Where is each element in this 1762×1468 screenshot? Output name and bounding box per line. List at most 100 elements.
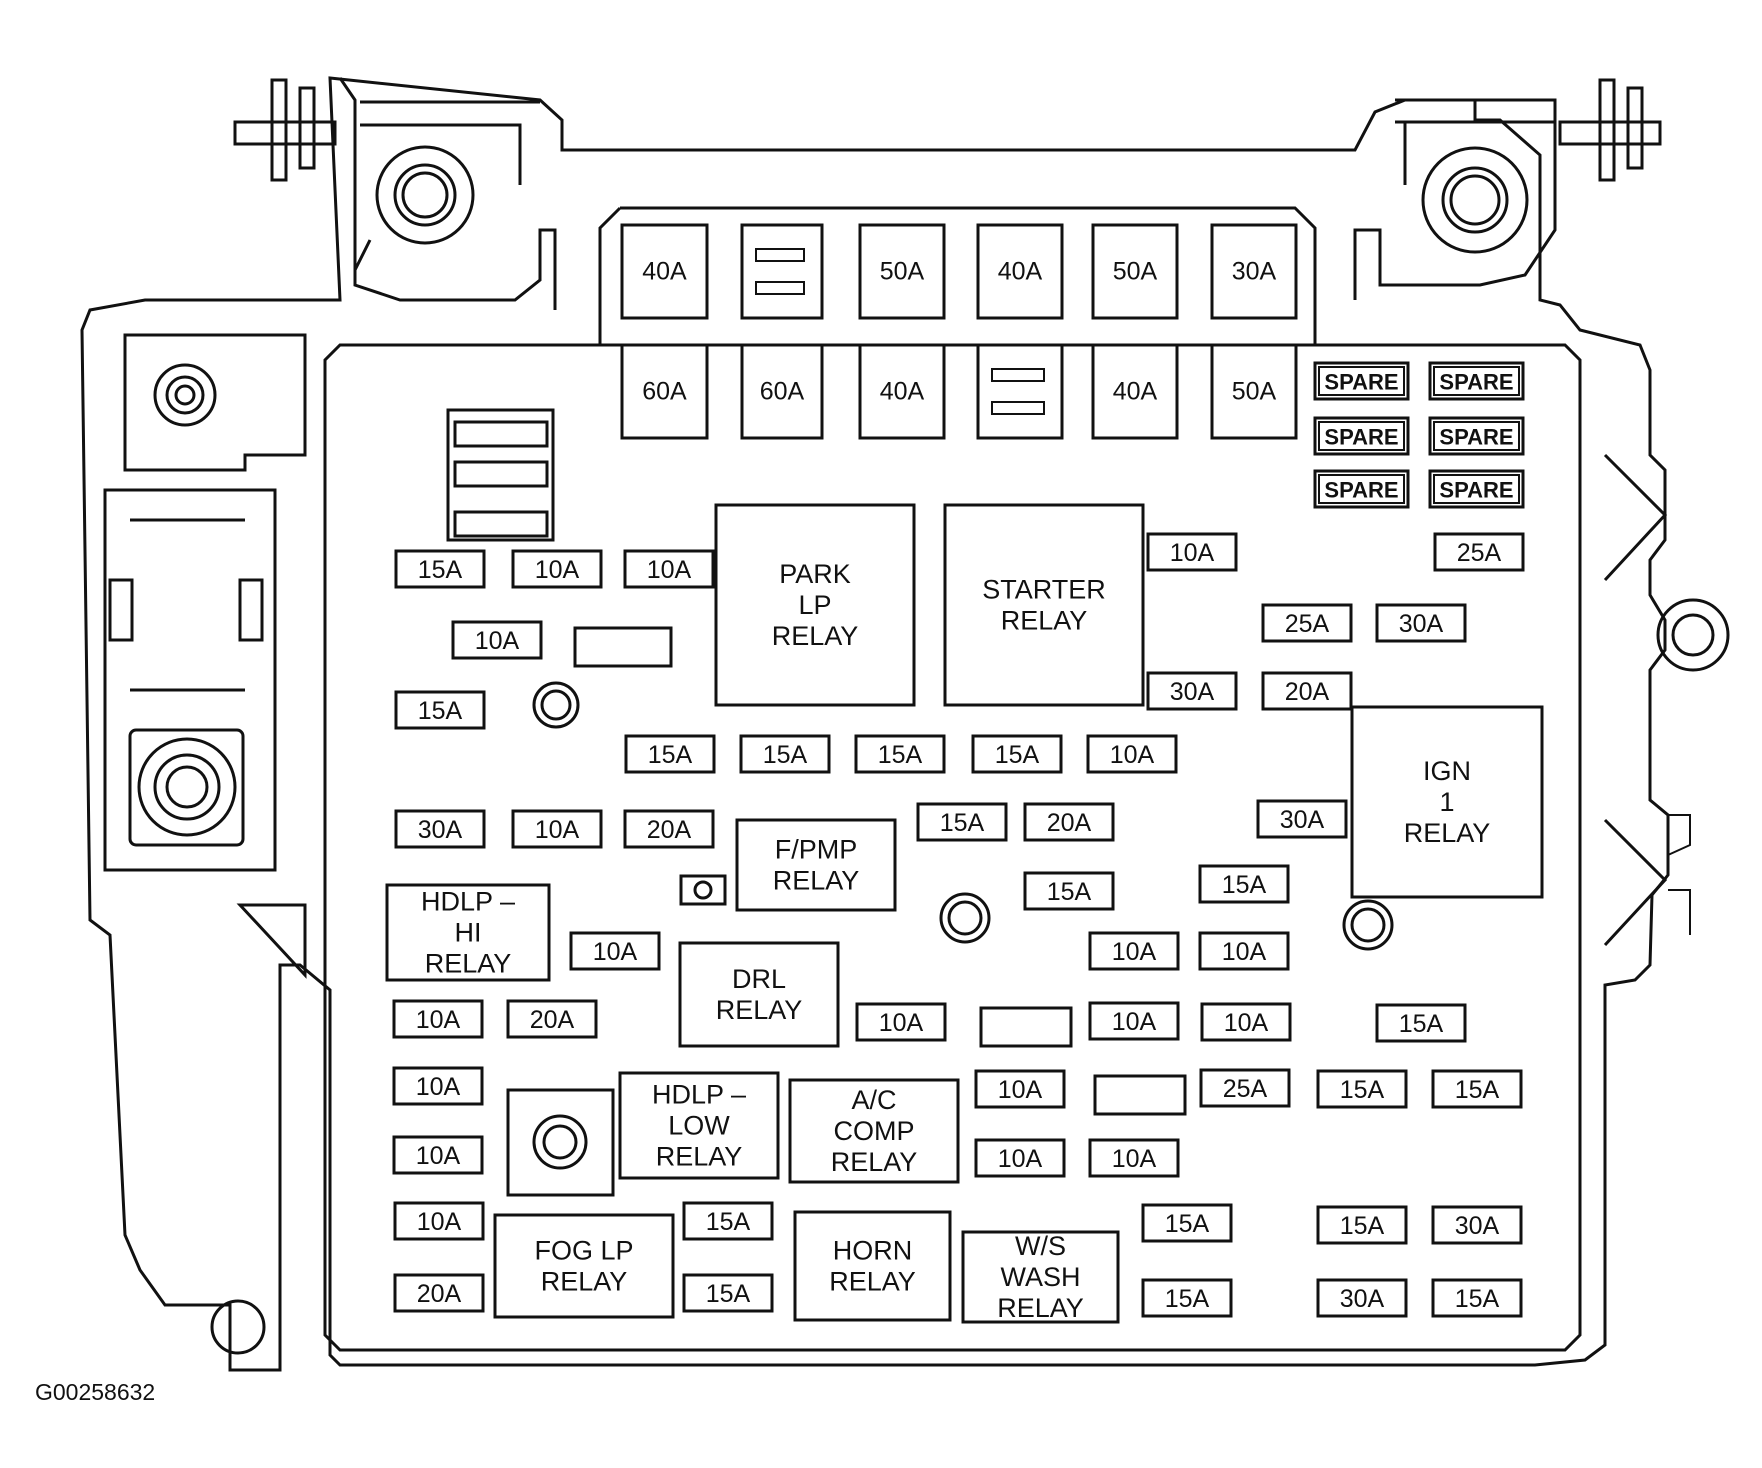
mini-fuse-body: [1141, 1278, 1233, 1318]
mini-fuse: 10A: [392, 1135, 484, 1175]
mini-fuse-label: 15A: [1455, 1285, 1500, 1313]
spare-slot-inner: [1433, 421, 1520, 451]
relay-label: RELAY: [656, 1142, 743, 1172]
maxi-fuse-body: [1210, 223, 1298, 320]
maxi-fuse: 40A: [620, 223, 709, 320]
maxi-fuse-body: [620, 223, 709, 320]
mini-fuse: 15A: [1198, 864, 1290, 904]
bottom-left-mount-tab: [210, 1299, 266, 1355]
mini-fuse-label: 10A: [416, 1142, 461, 1170]
mini-fuse-body: [1433, 532, 1525, 572]
relay-label: RELAY: [541, 1267, 628, 1297]
mini-fuse: 25A: [1433, 532, 1525, 572]
internal-features: [446, 408, 1394, 1197]
mini-fuse-label: 10A: [647, 556, 692, 584]
mini-fuse: 30A: [1146, 671, 1238, 711]
mini-fuse-body: [1316, 1069, 1408, 1109]
mini-fuse-label: 10A: [879, 1009, 924, 1037]
mini-fuse: 15A: [1023, 871, 1115, 911]
spare-slot-inner: [1318, 366, 1405, 396]
mini-fuse-body: [1023, 802, 1115, 842]
mini-fuse-body: [1431, 1205, 1523, 1245]
mini-relay-top: [740, 223, 824, 320]
mini-fuse-label: 15A: [1222, 871, 1267, 899]
maxi-fuse: 40A: [1091, 343, 1179, 440]
diagram-code: G00258632: [35, 1379, 155, 1405]
mini-fuse-label: 15A: [706, 1280, 751, 1308]
mini-fuse-body: [393, 1201, 485, 1241]
mini-fuse-body: [1023, 871, 1115, 911]
mini-fuse-label: 15A: [1047, 878, 1092, 906]
maxi-fuse: 40A: [858, 343, 946, 440]
mini-fuse-body: [1088, 931, 1180, 971]
mini-fuse: 15A: [682, 1273, 774, 1313]
relay-label: A/C: [851, 1085, 896, 1115]
mini-fuse-body: [1086, 734, 1178, 774]
mini-fuse-body: [1088, 1001, 1180, 1041]
mini-fuse-label: 20A: [647, 816, 692, 844]
mini-fuse-body: [393, 1273, 485, 1313]
relay-label: RELAY: [425, 949, 512, 979]
mini-fuse: 10A: [1088, 1138, 1180, 1178]
mini-fuse-label: 10A: [593, 938, 638, 966]
mini-fuse: 20A: [1261, 671, 1353, 711]
mini-fuse-label: 10A: [535, 816, 580, 844]
mini-fuse: 15A: [916, 802, 1008, 842]
mini-fuse: 15A: [739, 734, 831, 774]
maxi-fuse: 60A: [620, 343, 709, 440]
mini-fuse-label: 10A: [1222, 938, 1267, 966]
mini-fuse: 30A: [1316, 1278, 1408, 1318]
relay-label: LP: [798, 590, 831, 620]
relay-label: RELAY: [831, 1147, 918, 1177]
mini-fuse: 15A: [682, 1201, 774, 1241]
mini-fuse-body: [1431, 1278, 1523, 1318]
mini-fuse-body: [394, 549, 486, 589]
mini-fuse-label: 10A: [1170, 539, 1215, 567]
mini-fuse: 10A: [1086, 734, 1178, 774]
spare-slot-body: [1428, 361, 1525, 401]
relay-label: 1: [1439, 787, 1454, 817]
mini-fuse: 30A: [1375, 603, 1467, 643]
spare-slot-body: [1428, 469, 1525, 509]
mini-fuse-label: 10A: [1112, 1008, 1157, 1036]
mini-fuse-label: 10A: [998, 1145, 1043, 1173]
mini-fuse-label: 30A: [1399, 610, 1444, 638]
mini-fuse: 30A: [1256, 799, 1348, 839]
mini-fuse-body: [1256, 799, 1348, 839]
mini-fuse: 20A: [623, 809, 715, 849]
mini-fuse-label: 15A: [940, 809, 985, 837]
mini-fuse: 10A: [623, 549, 715, 589]
mini-fuse: 15A: [1431, 1278, 1523, 1318]
mini-fuse: 30A: [394, 809, 486, 849]
relay-label: RELAY: [716, 995, 803, 1025]
relay-label: DRL: [732, 964, 786, 994]
mini-fuse-body: [1088, 1138, 1180, 1178]
spare-slot-label: SPARE: [1324, 478, 1398, 503]
mini-fuse-label: 15A: [1399, 1010, 1444, 1038]
mini-fuse: 10A: [1146, 532, 1238, 572]
mini-fuse: 15A: [1141, 1278, 1233, 1318]
mini-fuse: 15A: [1141, 1203, 1233, 1243]
mini-fuse-body: [1261, 671, 1353, 711]
relay-label: RELAY: [829, 1267, 916, 1297]
mini-fuse-label: 15A: [418, 697, 463, 725]
mini-fuse-label: 20A: [1285, 678, 1330, 706]
mini-fuse-label: 10A: [1112, 938, 1157, 966]
mini-fuse-body: [511, 549, 603, 589]
mini-fuse: 10A: [855, 1002, 947, 1042]
mini-fuse-label: 30A: [418, 816, 463, 844]
mini-fuse: 25A: [1199, 1068, 1291, 1108]
mini-fuse: 15A: [1316, 1205, 1408, 1245]
relay-label: COMP: [834, 1116, 915, 1146]
mini-fuse-body: [682, 1201, 774, 1241]
relay-pin: [991, 401, 1045, 415]
mini-fuse-body: [682, 1273, 774, 1313]
mini-fuse-body: [1198, 931, 1290, 971]
mini-fuse-label: 15A: [648, 741, 693, 769]
mini-fuse: 10A: [393, 1201, 485, 1241]
mini-fuse-label: 15A: [1165, 1285, 1210, 1313]
maxi-fuse-body: [858, 343, 946, 440]
mini-relay-body: [976, 343, 1064, 440]
maxi-fuse: 50A: [858, 223, 946, 320]
